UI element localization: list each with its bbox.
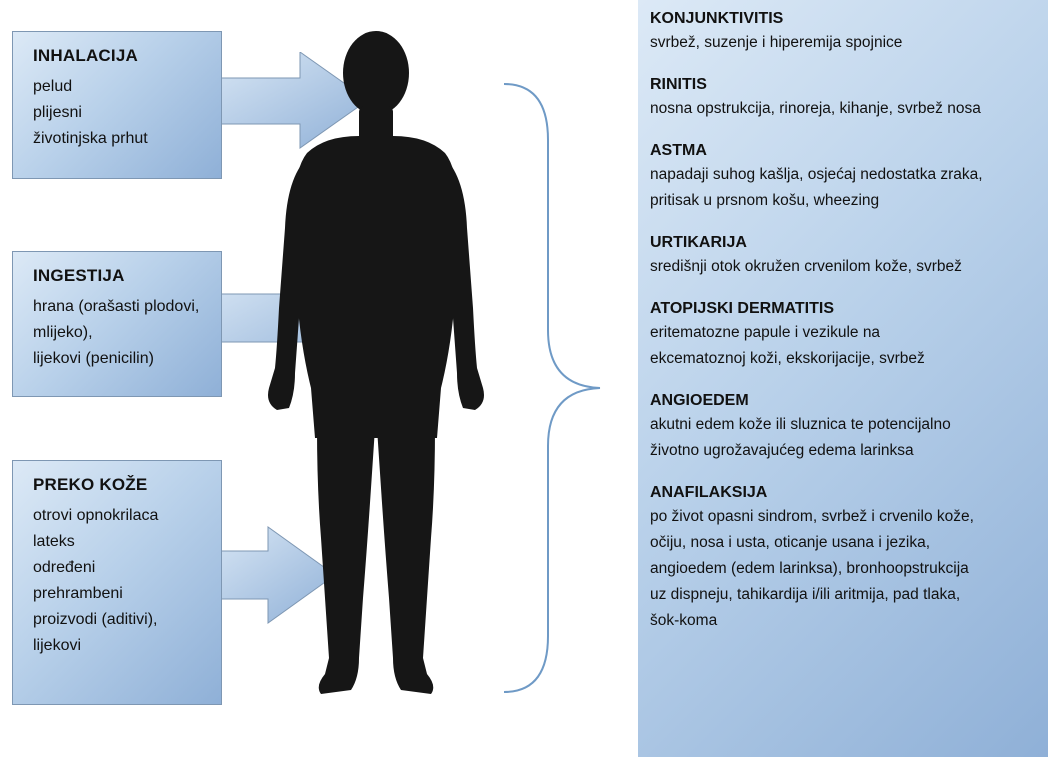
effect-konjunktivitis: KONJUNKTIVITIS svrbež, suzenje i hiperem…	[650, 8, 1038, 56]
effect-name: KONJUNKTIVITIS	[650, 10, 784, 27]
effect-name: RINITIS	[650, 76, 707, 93]
effect-description: ekcematoznoj koži, ekskorijacije, svrbež	[650, 350, 925, 367]
route-box-inhalation: INHALACIJA pelud plijesni životinjska pr…	[12, 31, 222, 179]
route-title-inhalation: INHALACIJA	[33, 46, 138, 65]
route-item: plijesni	[33, 104, 82, 121]
human-silhouette-icon	[268, 31, 484, 694]
effect-anafilaksija: ANAFILAKSIJA po život opasni sindrom, sv…	[650, 482, 1038, 634]
effect-description: po život opasni sindrom, svrbež i crveni…	[650, 508, 974, 525]
effect-description: pritisak u prsnom košu, wheezing	[650, 192, 880, 209]
route-item: lijekovi (penicilin)	[33, 350, 154, 367]
route-item: otrovi opnokrilaca	[33, 507, 159, 524]
route-item: prehrambeni	[33, 585, 123, 602]
effects-panel: KONJUNKTIVITIS svrbež, suzenje i hiperem…	[638, 0, 1048, 757]
route-item: životinjska prhut	[33, 130, 148, 147]
route-item: lijekovi	[33, 637, 82, 654]
route-item: proizvodi (aditivi),	[33, 611, 158, 628]
effect-astma: ASTMA napadaji suhog kašlja, osjećaj ned…	[650, 140, 1038, 214]
effect-description: središnji otok okružen crvenilom kože, s…	[650, 258, 962, 275]
effect-description: uz dispneju, tahikardija i/ili aritmija,…	[650, 586, 961, 603]
effect-description: životno ugrožavajućeg edema larinksa	[650, 442, 914, 459]
effect-name: ANAFILAKSIJA	[650, 484, 768, 501]
effect-description: šok-koma	[650, 612, 718, 629]
effect-description: akutni edem kože ili sluznica te potenci…	[650, 416, 951, 433]
route-title-ingestion: INGESTIJA	[33, 266, 125, 285]
effect-description: nosna opstrukcija, rinoreja, kihanje, sv…	[650, 100, 981, 117]
route-item: lateks	[33, 533, 75, 550]
route-box-skin: PREKO KOŽE otrovi opnokrilaca lateks odr…	[12, 460, 222, 705]
effect-atopijski-dermatitis: ATOPIJSKI DERMATITIS eritematozne papule…	[650, 298, 1038, 372]
effect-name: ATOPIJSKI DERMATITIS	[650, 300, 835, 317]
route-box-ingestion: INGESTIJA hrana (orašasti plodovi, mlije…	[12, 251, 222, 397]
route-item: pelud	[33, 78, 73, 95]
effect-urtikarija: URTIKARIJA središnji otok okružen crveni…	[650, 232, 1038, 280]
effect-description: napadaji suhog kašlja, osjećaj nedostatk…	[650, 166, 983, 183]
effect-rinitis: RINITIS nosna opstrukcija, rinoreja, kih…	[650, 74, 1038, 122]
effect-description: eritematozne papule i vezikule na	[650, 324, 881, 341]
effect-name: ANGIOEDEM	[650, 392, 749, 409]
effect-description: očiju, nosa i usta, oticanje usana i jez…	[650, 534, 931, 551]
route-item: mlijeko),	[33, 324, 93, 341]
effect-name: URTIKARIJA	[650, 234, 747, 251]
curly-brace-icon	[503, 83, 601, 693]
effect-angioedem: ANGIOEDEM akutni edem kože ili sluznica …	[650, 390, 1038, 464]
effect-description: svrbež, suzenje i hiperemija spojnice	[650, 34, 903, 51]
route-item: određeni	[33, 559, 96, 576]
effect-name: ASTMA	[650, 142, 707, 159]
effect-description: angioedem (edem larinksa), bronhoopstruk…	[650, 560, 969, 577]
route-title-skin: PREKO KOŽE	[33, 475, 148, 494]
route-item: hrana (orašasti plodovi,	[33, 298, 200, 315]
